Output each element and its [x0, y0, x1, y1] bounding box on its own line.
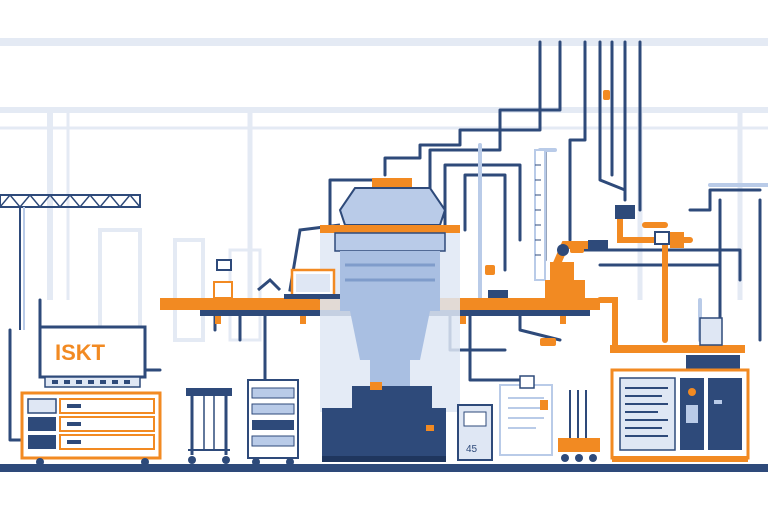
scale-gauge	[534, 149, 546, 281]
sign-text: ISKT	[55, 340, 106, 365]
reactor-icon	[288, 178, 460, 412]
document-stand	[499, 375, 553, 456]
shelf-trolley	[247, 379, 299, 466]
robot-arm-icon	[545, 240, 608, 298]
wheeled-base	[558, 390, 600, 462]
manifold	[597, 209, 693, 348]
control-cabinet-icon	[610, 368, 750, 462]
crane-icon	[0, 193, 141, 330]
utility-cart-icon: 45	[457, 404, 493, 461]
laptop-icon	[284, 268, 340, 299]
sign-board-icon: ISKT	[38, 325, 147, 388]
floor-line	[0, 464, 768, 472]
right-platform	[610, 317, 745, 369]
drawer-cabinet	[20, 391, 162, 466]
bench-instruments	[213, 259, 508, 299]
cart-label: 45	[466, 444, 478, 455]
rack-cart	[186, 388, 232, 464]
reactor-base	[322, 408, 446, 462]
valves	[615, 205, 684, 248]
